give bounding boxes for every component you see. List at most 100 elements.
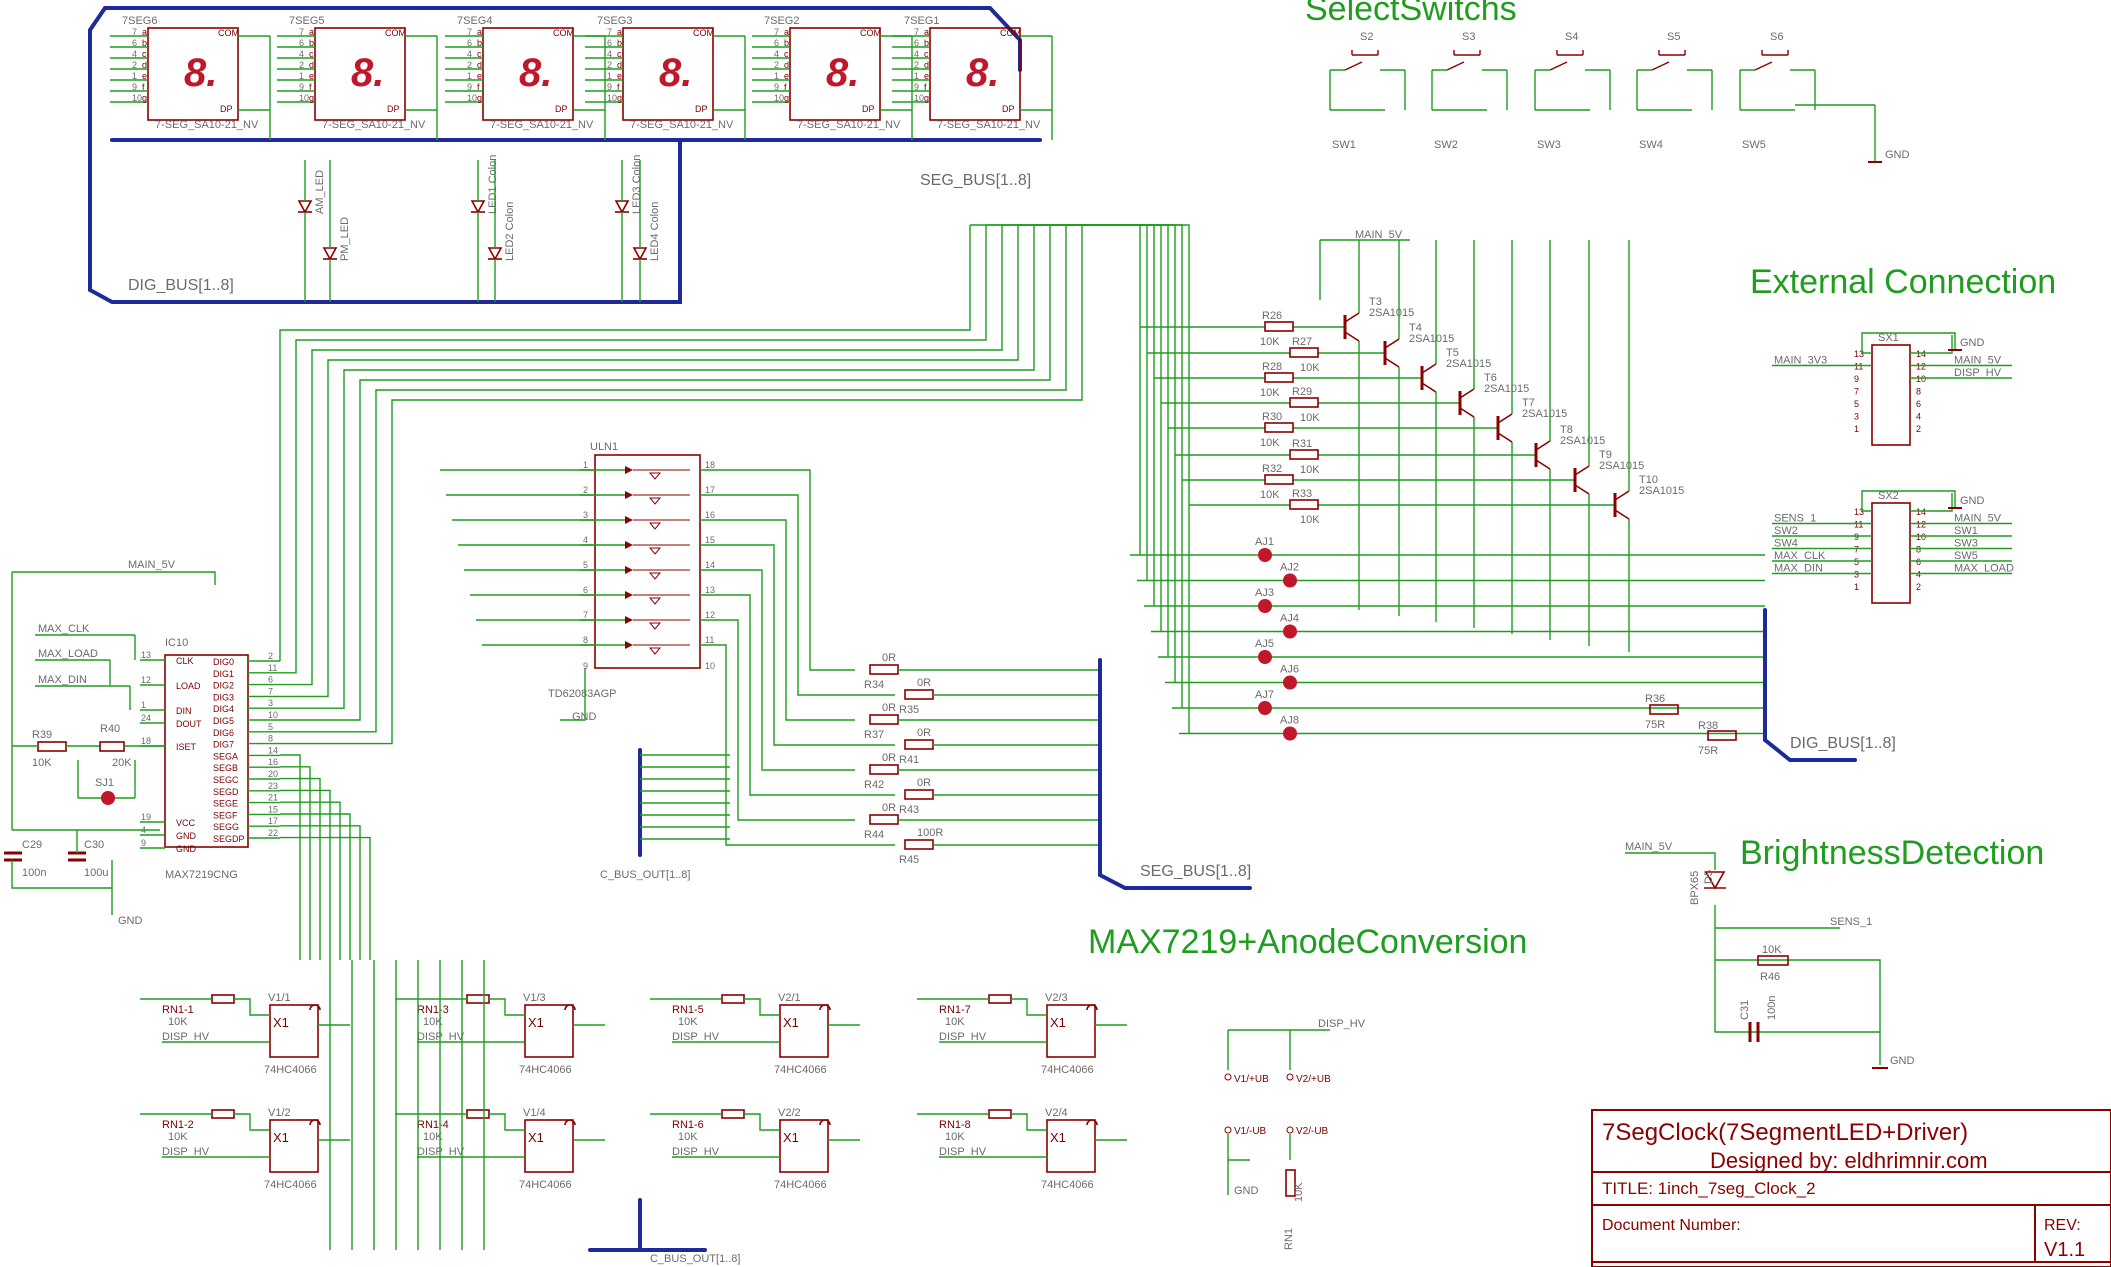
uln-pin-num: 4	[583, 535, 588, 545]
connector-gnd-label: GND	[1960, 337, 1985, 349]
base-resistor-ref: R32	[1262, 463, 1282, 475]
transistor-ref: T8	[1560, 424, 1573, 436]
display-pin-num: 6	[132, 38, 137, 48]
designer-credit: Designed by: eldhrimnir.com	[1710, 1148, 1988, 1173]
display-pin-num: 10	[132, 93, 142, 103]
display-pin-num: 6	[774, 38, 779, 48]
max-left-pin-num: 24	[141, 713, 151, 723]
display-pin-num: 7	[774, 27, 779, 37]
display-pin-num: 10	[774, 93, 784, 103]
connector-pin-num: 7	[1854, 545, 1859, 555]
display-pin-num: 7	[467, 27, 472, 37]
base-resistor-ref: R33	[1292, 488, 1312, 500]
max-right-pin-num: 2	[268, 651, 273, 661]
max-right-pin-num: 8	[268, 734, 273, 744]
connector-left-net: SENS_1	[1774, 513, 1816, 525]
display-ref: 7SEG5	[289, 15, 324, 27]
segment-resistor-value: 0R	[882, 702, 896, 714]
segment-resistor-ref: R34	[864, 679, 884, 691]
display-pin-num: 6	[467, 38, 472, 48]
connector-ref: SX2	[1878, 490, 1899, 502]
uln-pin-num: 6	[583, 585, 588, 595]
r38: R38 75R	[1698, 720, 1737, 757]
indicator-led: PM_LED	[322, 160, 351, 302]
display-glyph: 8.	[519, 51, 552, 95]
transistor-ref: T3	[1369, 296, 1382, 308]
segment-resistor-ref: R37	[864, 729, 884, 741]
base-resistor-value: 10K	[1260, 489, 1280, 501]
connector-pin-num: 9	[1854, 532, 1859, 542]
rn-ref: RN1-3	[417, 1004, 449, 1016]
c29-value: 100n	[22, 867, 46, 879]
connector-pin-num: 11	[1854, 520, 1863, 530]
v2-minus-ub: V2/-UB	[1296, 1126, 1329, 1137]
connector-pin-num: 7	[1854, 387, 1859, 397]
max-left-pin-name: VCC	[176, 818, 196, 828]
analog-switch-value: 74HC4066	[264, 1064, 317, 1076]
display-region: DIG_BUS[1..8] SEG_BUS[1..8] 7SEG67-SEG_S…	[88, 6, 1053, 304]
connector-pin-num: 1	[1854, 582, 1859, 592]
led-label: LED4 Colon	[649, 202, 661, 261]
display-pin-num: 4	[774, 49, 779, 59]
transistor-ref: T4	[1409, 322, 1422, 334]
switch-ref: S3	[1462, 31, 1475, 43]
r39-value: 10K	[32, 757, 52, 769]
rn-ref: RN1-7	[939, 1004, 971, 1016]
switch-ref: S2	[1360, 31, 1373, 43]
rn-ref: RN1-4	[417, 1119, 449, 1131]
display-pin-letter: e	[142, 71, 147, 81]
c29-ref: C29	[22, 839, 42, 851]
r39: R39 10K	[12, 729, 100, 769]
max-left-pin-name: LOAD	[176, 681, 201, 691]
c29: C29 100n	[4, 839, 46, 879]
connector-pin-num: 4	[1916, 412, 1921, 422]
display-pin-num: 7	[299, 27, 304, 37]
heading-brightness-detection: BrightnessDetection	[1740, 834, 2044, 872]
uln-pin-num: 17	[705, 485, 715, 495]
display-com-pin: COM	[553, 28, 574, 38]
revision-label: REV:	[2044, 1217, 2081, 1234]
solder-jumper: AJ1	[1255, 536, 1274, 562]
display-pin-num: 4	[467, 49, 472, 59]
max-left-pin-num: 1	[141, 700, 146, 710]
indicator-led: LED3 Colon	[614, 155, 643, 302]
analog-switch-ref: V2/3	[1045, 992, 1068, 1004]
heading-select-switches: SelectSwitchs	[1305, 0, 1517, 28]
r46-ref: R46	[1760, 971, 1780, 983]
power-gnd-label: GND	[1234, 1185, 1259, 1197]
display-pin-num: 1	[467, 71, 472, 81]
rn-value: 10K	[945, 1016, 965, 1028]
segment-resistor-ref: R45	[899, 854, 919, 866]
max-left-pin-name: GND	[176, 844, 197, 854]
display-pin-num: 7	[132, 27, 137, 37]
display-value: 7-SEG_SA10-21_NV	[797, 119, 901, 131]
analog-switch-value: 74HC4066	[519, 1179, 572, 1191]
max-right-pin-name: SEGE	[213, 799, 238, 809]
display-pin-letter: b	[309, 38, 314, 48]
jumper-ref: AJ4	[1280, 613, 1299, 625]
uln-ref: ULN1	[590, 441, 618, 453]
rn-value: 10K	[168, 1016, 188, 1028]
max-right-pin-name: DIG2	[213, 681, 234, 691]
connector-pin-num: 5	[1854, 399, 1859, 409]
display-pin-num: 2	[607, 60, 612, 70]
disp-hv-label: DISP_HV	[162, 1146, 210, 1158]
max-right-pin-num: 14	[268, 745, 278, 755]
max-left-pin-num: 9	[141, 838, 146, 848]
display-pin-letter: e	[617, 71, 622, 81]
connector-gnd-label: GND	[1960, 495, 1985, 507]
max-right-pin-num: 7	[268, 686, 273, 696]
connector-pin-num: 12	[1916, 362, 1926, 372]
base-resistor-ref: R30	[1262, 411, 1282, 423]
analog-switch-ref: V2/4	[1045, 1107, 1068, 1119]
